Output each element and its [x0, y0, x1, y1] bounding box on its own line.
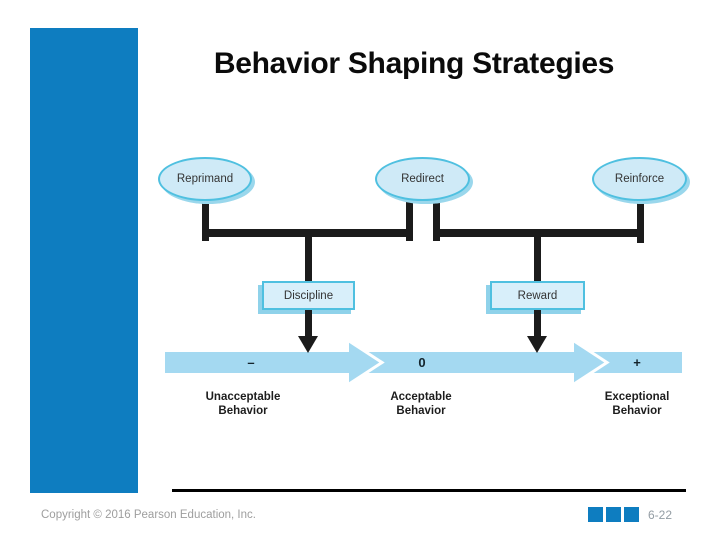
page-number: 6-22 — [648, 508, 673, 522]
strategy-ellipse-reinforce: Reinforce — [592, 157, 687, 201]
action-box-reward: Reward — [490, 281, 585, 310]
strategy-ellipse-reprimand: Reprimand — [158, 157, 252, 201]
connector-drop-reward — [534, 229, 541, 283]
accent-square-icon — [606, 507, 621, 522]
action-label: Discipline — [283, 289, 334, 302]
accent-square-icon — [588, 507, 603, 522]
action-label: Reward — [517, 289, 558, 302]
arrow-discipline-to-scale — [305, 310, 312, 338]
connector-stem-reprimand — [202, 199, 209, 241]
behavior-label-line1: Exceptional — [604, 391, 670, 403]
strategy-label: Reprimand — [176, 173, 234, 185]
arrow-reward-to-scale — [534, 310, 541, 338]
behavior-label-line1: Unacceptable — [205, 391, 281, 403]
footer-accent-squares — [588, 507, 639, 522]
strategy-label: Reinforce — [614, 173, 665, 185]
behavior-scale-band — [165, 352, 682, 373]
strategy-label: Redirect — [401, 173, 444, 185]
behavior-label-line1: Acceptable — [390, 391, 452, 403]
scale-marker-plus: + — [633, 355, 641, 370]
accent-bar — [30, 28, 138, 493]
scale-chevron-icon — [574, 341, 610, 384]
behavior-label-unacceptable: Unacceptable Behavior — [173, 390, 313, 418]
behavior-label-line2: Behavior — [218, 405, 268, 417]
scale-marker-zero: 0 — [418, 355, 426, 370]
connector-stem-redirect-right — [433, 199, 440, 241]
behavior-label-exceptional: Exceptional Behavior — [567, 390, 707, 418]
scale-marker-minus: – — [247, 355, 255, 370]
behavior-label-line2: Behavior — [396, 405, 446, 417]
action-box-discipline: Discipline — [262, 281, 355, 310]
accent-square-icon — [624, 507, 639, 522]
connector-stem-reinforce — [637, 199, 644, 243]
behavior-label-acceptable: Acceptable Behavior — [351, 390, 491, 418]
connector-drop-discipline — [305, 229, 312, 283]
arrowhead-down-icon — [298, 336, 318, 353]
scale-chevron-icon — [349, 341, 385, 384]
footer-divider — [172, 489, 686, 492]
arrowhead-down-icon — [527, 336, 547, 353]
page-title: Behavior Shaping Strategies — [213, 47, 615, 80]
behavior-label-line2: Behavior — [612, 405, 662, 417]
copyright-text: Copyright © 2016 Pearson Education, Inc. — [41, 509, 256, 521]
strategy-ellipse-redirect: Redirect — [375, 157, 470, 201]
connector-stem-redirect-left — [406, 199, 413, 241]
